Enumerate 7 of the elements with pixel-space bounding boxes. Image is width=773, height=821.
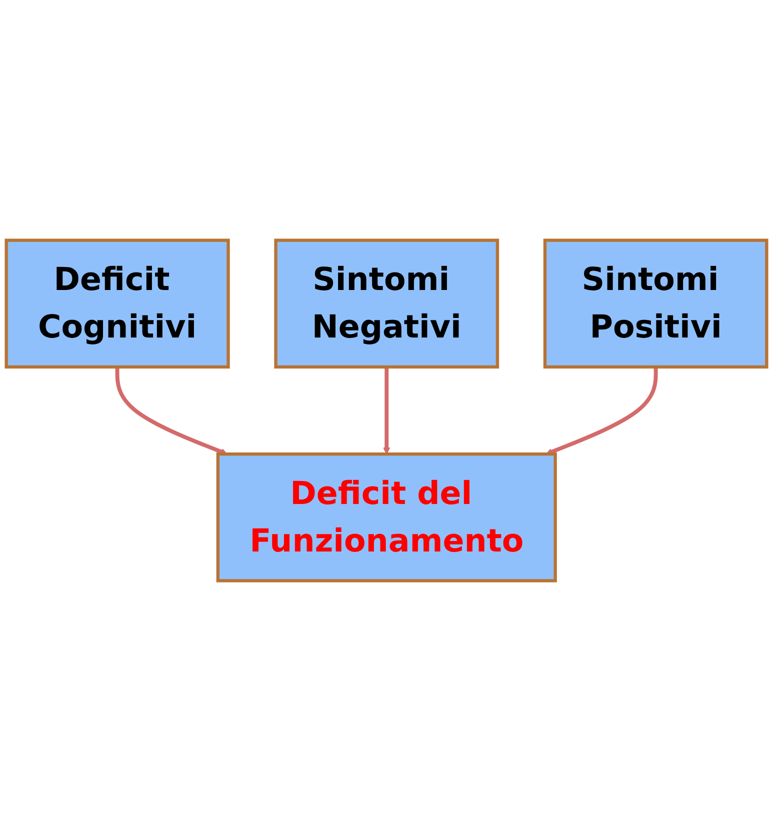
node-box: Deficit del Funzionamento <box>216 452 557 582</box>
node-box: Sintomi Negativi <box>274 238 500 369</box>
arrow <box>115 366 228 455</box>
node-box: Sintomi Positivi <box>543 238 768 369</box>
arrow <box>383 366 390 454</box>
arrow <box>546 366 658 455</box>
node-box: Deficit Cognitivi <box>4 238 230 369</box>
